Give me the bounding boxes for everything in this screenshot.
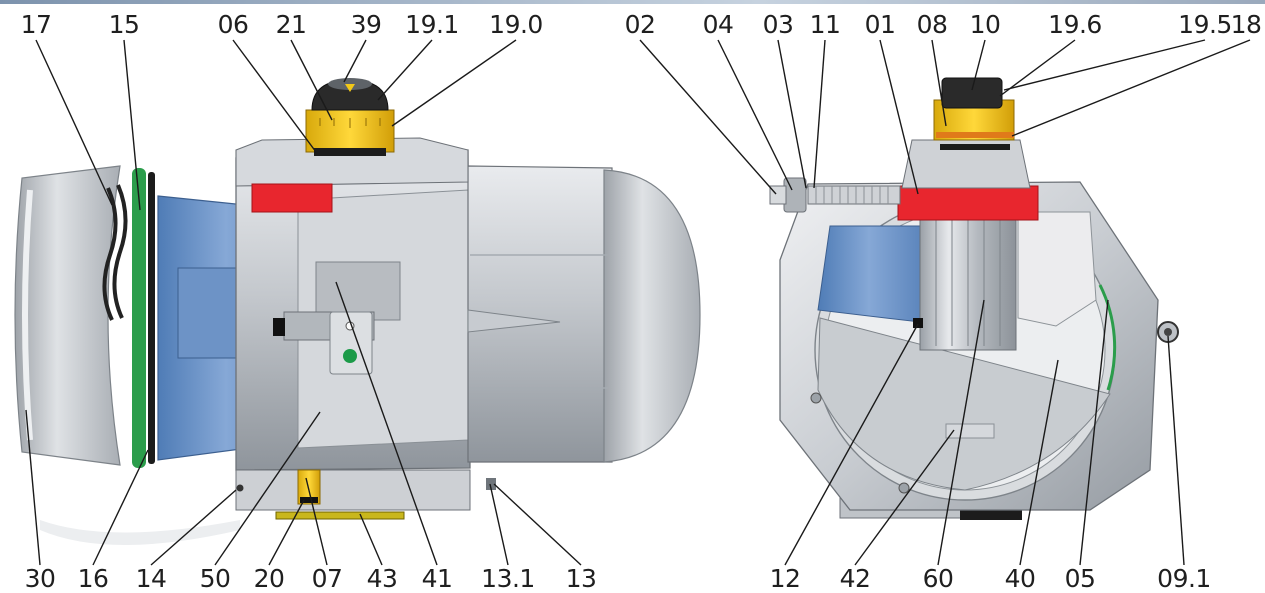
indicator-arrow xyxy=(345,84,355,92)
callout-label: 13 xyxy=(565,564,597,593)
callout-label: 18 xyxy=(1230,10,1262,39)
cap-screw xyxy=(236,484,244,492)
callout-label: 42 xyxy=(839,564,871,593)
screw-head xyxy=(769,185,787,205)
bottom-oring xyxy=(300,497,318,503)
green-oring-arc xyxy=(1098,284,1117,391)
red-bracket-left xyxy=(251,183,333,213)
top-border xyxy=(0,0,1265,4)
shaft-oring xyxy=(940,144,1010,150)
housing-tail xyxy=(467,309,561,333)
callout-label: 13.1 xyxy=(481,564,535,593)
spring-coil xyxy=(102,184,128,321)
callout-label: 01 xyxy=(864,10,896,39)
callout-label: 19.5 xyxy=(1178,10,1232,39)
side-port-hole xyxy=(1164,328,1172,336)
pinion-teeth xyxy=(935,215,1001,346)
nameplate-slot xyxy=(945,423,995,439)
lock-nut xyxy=(783,177,807,213)
indicator-oring xyxy=(314,148,386,156)
green-plug xyxy=(343,349,357,363)
callout-label: 05 xyxy=(1064,564,1096,593)
shaft-key xyxy=(273,318,285,336)
callout-label: 10 xyxy=(969,10,1001,39)
leader-lines xyxy=(25,39,1251,566)
callout-label: 03 xyxy=(762,10,794,39)
cam-segment xyxy=(1017,211,1097,327)
callout-label: 04 xyxy=(702,10,734,39)
pinion-stop xyxy=(913,318,923,328)
housing-bolt-2 xyxy=(898,482,910,494)
callout-label: 19.1 xyxy=(405,10,459,39)
piston-end xyxy=(817,225,921,323)
right-view xyxy=(769,77,1179,520)
callout-label: 14 xyxy=(135,564,167,593)
left-view xyxy=(14,78,701,545)
indicator-ring xyxy=(305,109,395,153)
screw-threads xyxy=(815,186,889,204)
callout-label: 30 xyxy=(24,564,56,593)
stop-screw xyxy=(807,185,901,205)
callout-label: 09.1 xyxy=(1157,564,1211,593)
callout-label: 60 xyxy=(922,564,954,593)
housing-bolt-1 xyxy=(810,392,822,404)
callout-label: 40 xyxy=(1004,564,1036,593)
bolt-13-1 xyxy=(486,478,496,490)
callout-label: 08 xyxy=(916,10,948,39)
namur-plate xyxy=(329,311,373,375)
indicator-cap-right xyxy=(941,77,1003,109)
end-cap-right xyxy=(603,169,701,463)
red-bracket-right xyxy=(897,185,1039,221)
cylinder-ribs xyxy=(470,254,608,389)
callout-label: 19.0 xyxy=(489,10,543,39)
bottom-bushing xyxy=(297,469,321,505)
callout-label: 43 xyxy=(366,564,398,593)
callout-label: 15 xyxy=(108,10,140,39)
housing-window xyxy=(315,261,401,321)
piston-oring xyxy=(132,168,146,468)
callout-label: 20 xyxy=(253,564,285,593)
callout-label: 02 xyxy=(624,10,656,39)
callout-label: 16 xyxy=(77,564,109,593)
callout-label: 21 xyxy=(275,10,307,39)
end-cap-highlight xyxy=(22,189,33,441)
callout-label: 06 xyxy=(217,10,249,39)
indicator-seal xyxy=(936,132,1014,138)
callout-label: 41 xyxy=(421,564,453,593)
piston-seal xyxy=(148,172,155,464)
callout-label: 50 xyxy=(199,564,231,593)
callout-label: 11 xyxy=(809,10,841,39)
callout-label: 12 xyxy=(769,564,801,593)
bottom-washer xyxy=(275,511,405,520)
callout-label: 17 xyxy=(20,10,52,39)
callout-label: 07 xyxy=(311,564,343,593)
indicator-scale xyxy=(319,118,381,128)
floor-shadow xyxy=(40,520,240,545)
top-collar xyxy=(235,137,469,187)
callout-label: 19.6 xyxy=(1048,10,1102,39)
bottom-flange xyxy=(235,469,471,511)
cut-section xyxy=(817,317,1111,491)
callout-label: 39 xyxy=(350,10,382,39)
